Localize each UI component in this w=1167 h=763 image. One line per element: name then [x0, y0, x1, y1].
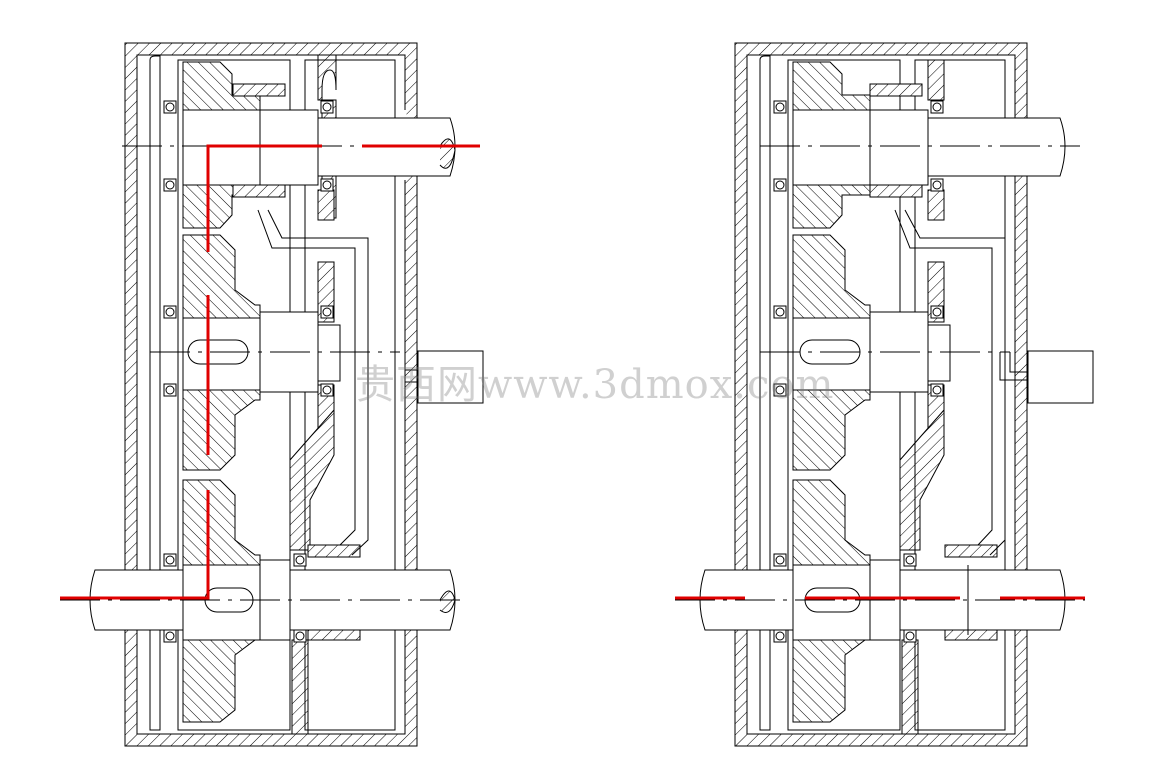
left-gearbox [60, 42, 484, 747]
left-gears [182, 61, 361, 723]
right-housing [734, 42, 1028, 747]
left-shift-fork [257, 209, 418, 556]
left-shafts [60, 109, 484, 641]
right-shafts [675, 109, 1094, 641]
right-shift-fork [894, 209, 1028, 556]
right-gearbox [675, 42, 1094, 747]
left-power-path [60, 144, 480, 600]
